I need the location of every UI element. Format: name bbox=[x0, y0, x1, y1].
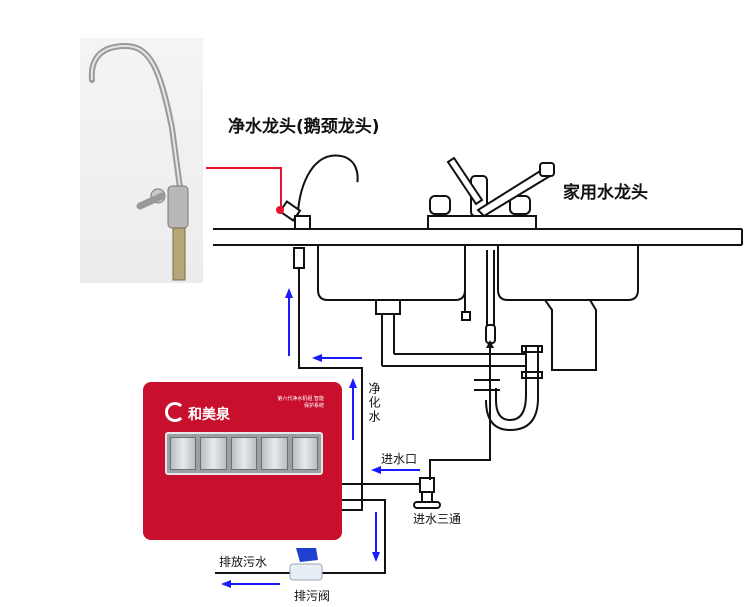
purifier-brand: 和美泉 bbox=[165, 402, 230, 424]
filter-cartridge bbox=[261, 437, 288, 470]
flow-arrows bbox=[221, 288, 420, 588]
waste-drain-pipe bbox=[215, 499, 386, 574]
gooseneck-faucet-photo bbox=[80, 38, 203, 283]
filter-window bbox=[165, 432, 323, 475]
filter-cartridge bbox=[200, 437, 227, 470]
household-faucet-icon bbox=[427, 156, 555, 230]
household-faucet-label: 家用水龙头 bbox=[563, 183, 648, 203]
pointer-dot bbox=[276, 206, 284, 214]
up-arrowhead bbox=[486, 340, 494, 348]
filter-cartridge bbox=[291, 437, 319, 470]
purifier-tagline: 第六代净水机组 智能保护系统 bbox=[277, 396, 324, 409]
drain-valve-label: 排污阀 bbox=[294, 589, 331, 603]
filter-cartridge bbox=[170, 437, 197, 470]
purified-water-pipe bbox=[298, 268, 363, 511]
purified-water-label: 净化水 bbox=[367, 382, 381, 424]
purified-faucet-label: 净水龙头(鹅颈龙头) bbox=[228, 117, 380, 137]
countertop bbox=[213, 228, 743, 246]
drain-pipes bbox=[375, 250, 597, 432]
water-purifier: 和美泉 第六代净水机组 智能保护系统 bbox=[143, 382, 342, 540]
purified-faucet-icon bbox=[278, 154, 359, 269]
drain-valve-icon bbox=[289, 548, 323, 581]
inlet-tee-label: 进水三通 bbox=[413, 512, 462, 526]
water-inlet-label: 进水口 bbox=[381, 452, 418, 466]
inlet-pipe bbox=[342, 345, 491, 509]
pointer-line bbox=[206, 167, 282, 208]
filter-cartridge bbox=[230, 437, 258, 470]
drain-waste-label: 排放污水 bbox=[219, 555, 268, 569]
sink-basins bbox=[317, 245, 639, 301]
brand-logo-icon bbox=[165, 402, 185, 422]
gooseneck-faucet-icon bbox=[88, 42, 189, 281]
